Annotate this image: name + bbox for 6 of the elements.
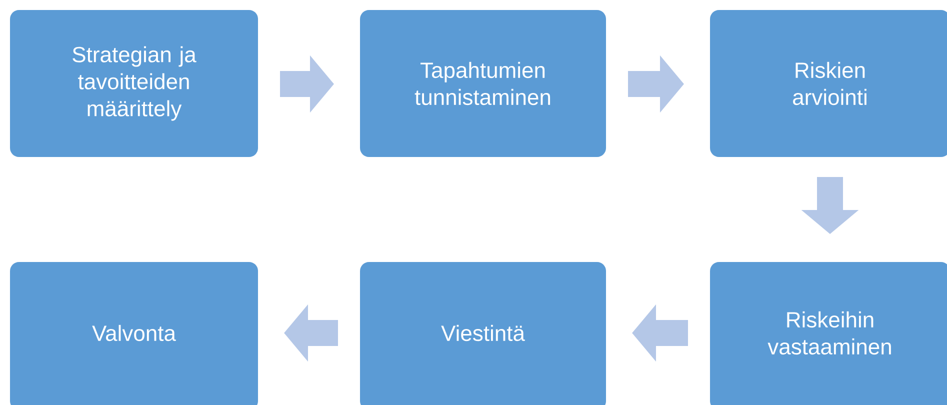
process-box: Riskeihin vastaaminen [710, 262, 947, 405]
process-box: Riskien arviointi [710, 10, 947, 157]
process-box: Strategian ja tavoitteiden määrittely [10, 10, 258, 157]
process-box: Viestintä [360, 262, 606, 405]
process-box: Valvonta [10, 262, 258, 405]
process-box: Tapahtumien tunnistaminen [360, 10, 606, 157]
